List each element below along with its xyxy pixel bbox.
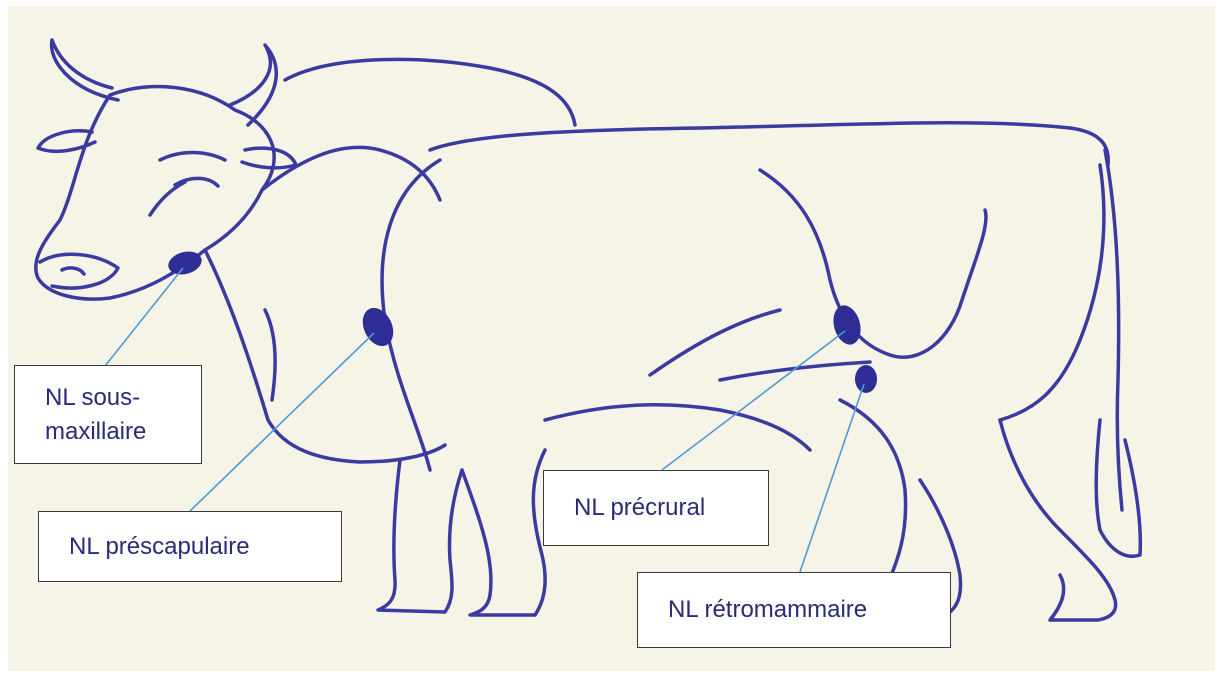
hip-line	[650, 310, 780, 375]
right-horn	[230, 45, 276, 125]
front-leg-outer	[378, 460, 462, 612]
shoulder	[382, 160, 440, 470]
flank	[760, 170, 986, 357]
neck-fold	[265, 310, 275, 400]
hump	[285, 59, 575, 125]
hind-leg-rear	[1000, 165, 1104, 420]
dewlap	[205, 250, 445, 462]
label-retromammaire-text: NL rétromammaire	[668, 593, 867, 627]
right-ear	[242, 148, 296, 168]
node-precrural	[829, 302, 864, 347]
front-leg-inner	[462, 450, 545, 615]
label-sous-maxillaire: NL sous-maxillaire	[14, 365, 202, 464]
label-prescapulaire-text: NL préscapulaire	[69, 530, 250, 564]
node-retromammaire	[855, 365, 877, 393]
brow	[160, 153, 225, 161]
leader-precrural	[662, 331, 845, 470]
tail	[1105, 150, 1122, 510]
left-horn	[52, 40, 118, 100]
face-line	[150, 182, 185, 215]
stifle-line	[720, 362, 870, 380]
label-sous-maxillaire-text: NL sous-maxillaire	[45, 381, 175, 448]
leader-sous-maxillaire	[105, 268, 183, 366]
leader-retromammaire	[800, 384, 864, 572]
label-precrural: NL précrural	[543, 470, 769, 546]
back	[430, 123, 1108, 165]
belly	[545, 405, 810, 450]
label-retromammaire: NL rétromammaire	[637, 572, 951, 648]
leader-prescapulaire	[190, 333, 374, 511]
label-prescapulaire: NL préscapulaire	[38, 511, 342, 582]
nostril	[62, 268, 84, 274]
label-precrural-text: NL précrural	[574, 491, 705, 525]
